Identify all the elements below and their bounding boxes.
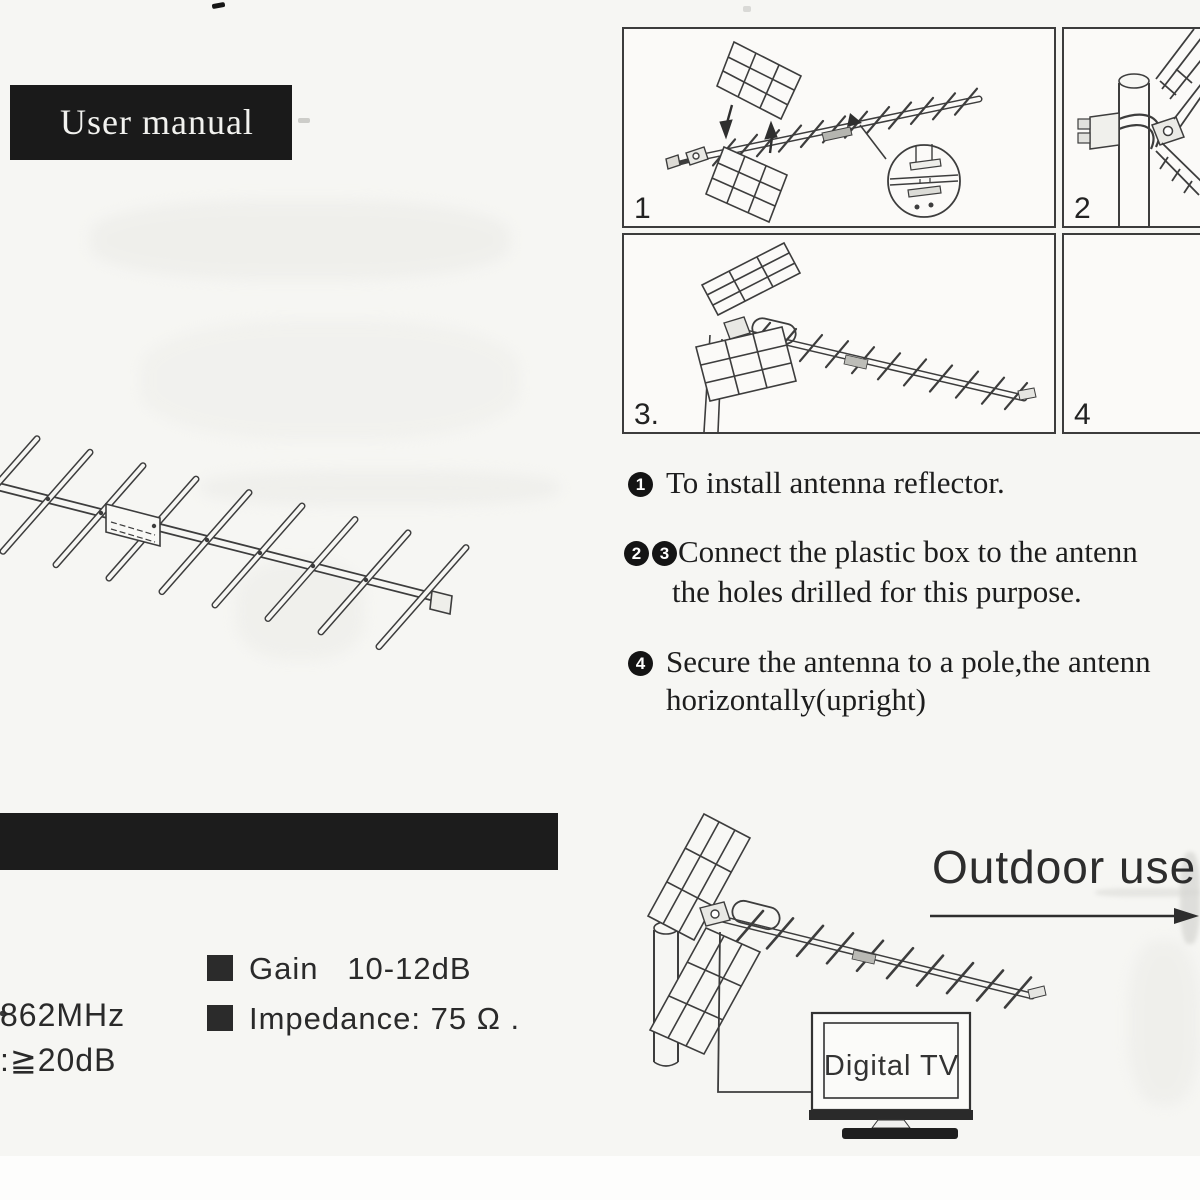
feed-box bbox=[105, 502, 161, 548]
panel-1: 1 bbox=[622, 27, 1056, 228]
outdoor-installation-illustration bbox=[646, 812, 1047, 1139]
section-bar bbox=[0, 813, 558, 870]
mount-hub bbox=[699, 901, 731, 927]
scan-speck bbox=[743, 6, 751, 12]
antenna-frame bbox=[1151, 29, 1200, 196]
scan-speck bbox=[298, 118, 310, 123]
step-bullet: 4 bbox=[628, 651, 653, 676]
mount-hub bbox=[665, 146, 709, 170]
outdoor-use-label: Outdoor use bbox=[932, 841, 1197, 893]
scan-smudge bbox=[1095, 888, 1200, 897]
step-text: Connect the plastic box to the antenn bbox=[678, 534, 1138, 569]
spec-gain: Gain 10-12dB bbox=[207, 951, 472, 987]
boom-tip bbox=[1027, 985, 1047, 1000]
director-elements bbox=[735, 909, 1033, 1009]
scan-smudge bbox=[1128, 940, 1200, 1105]
feed-box bbox=[843, 354, 869, 370]
feed-box bbox=[821, 126, 853, 142]
cable bbox=[717, 931, 812, 1093]
panel-4: 4 bbox=[1062, 233, 1200, 434]
panel-2-illustration bbox=[1077, 29, 1200, 226]
scan-smudge bbox=[200, 470, 560, 506]
scan-smudge bbox=[140, 320, 520, 440]
panel-3-illustration bbox=[695, 241, 1037, 432]
step-text: Secure the antenna to a pole,the antenn bbox=[666, 644, 1151, 679]
cut-hyphen bbox=[0, 1011, 6, 1016]
arrow-down bbox=[719, 104, 734, 140]
rivets bbox=[45, 496, 369, 583]
upper-reflector-grid bbox=[646, 812, 752, 942]
lower-reflector-grid bbox=[648, 926, 762, 1056]
scan-speck bbox=[211, 1, 226, 10]
title-banner: User manual bbox=[10, 85, 292, 160]
panel-2: 2 bbox=[1062, 27, 1200, 228]
lower-reflector-grid bbox=[704, 145, 789, 224]
panel-number: 2 bbox=[1074, 192, 1091, 225]
folded-dipole bbox=[731, 899, 781, 931]
panel-number: 1 bbox=[634, 192, 651, 225]
magnifier-detail bbox=[847, 113, 961, 218]
arrow-up bbox=[764, 120, 778, 154]
spec-frontback-fragment: :≧20dB bbox=[0, 1042, 117, 1078]
spec-frequency-fragment: 862MHz bbox=[0, 997, 126, 1033]
direction-arrow bbox=[930, 908, 1199, 924]
panel-number: 3. bbox=[634, 398, 660, 431]
clamp bbox=[1077, 112, 1161, 150]
page-edge bbox=[0, 1156, 1200, 1200]
boom-end-cap bbox=[429, 590, 453, 615]
scan-smudge bbox=[1180, 852, 1200, 944]
scan-smudge bbox=[90, 200, 510, 280]
upper-reflector-grid bbox=[715, 40, 803, 121]
square-bullet bbox=[207, 1005, 233, 1031]
square-bullet bbox=[207, 955, 233, 981]
spec-impedance-text: Impedance: 75 Ω . bbox=[249, 1001, 521, 1036]
panel-3: 3. bbox=[622, 233, 1056, 434]
feed-box bbox=[851, 949, 877, 965]
panel-1-illustration bbox=[665, 40, 983, 224]
antenna-line-drawing bbox=[0, 435, 470, 651]
page-title: User manual bbox=[60, 102, 254, 142]
tv-outline bbox=[809, 1011, 973, 1139]
step-bullet: 1 bbox=[628, 472, 653, 497]
boom bbox=[0, 482, 447, 605]
spec-impedance: Impedance: 75 Ω . bbox=[207, 1001, 520, 1037]
boom-tip bbox=[1017, 387, 1037, 401]
step-text: To install antenna reflector. bbox=[666, 465, 1005, 500]
pole bbox=[1118, 73, 1150, 226]
mount-hub bbox=[723, 316, 751, 340]
step-bullet: 2 bbox=[624, 541, 649, 566]
lower-reflector-grid bbox=[695, 326, 797, 402]
tv-screen-label: Digital TV bbox=[823, 1050, 960, 1082]
step-bullet: 3 bbox=[652, 541, 677, 566]
panel-number: 4 bbox=[1074, 398, 1091, 431]
spec-gain-text: Gain 10-12dB bbox=[249, 951, 472, 986]
upper-reflector-grid bbox=[700, 241, 802, 317]
step-text: the holes drilled for this purpose. bbox=[672, 574, 1082, 609]
step-text: horizontally(upright) bbox=[666, 682, 926, 717]
